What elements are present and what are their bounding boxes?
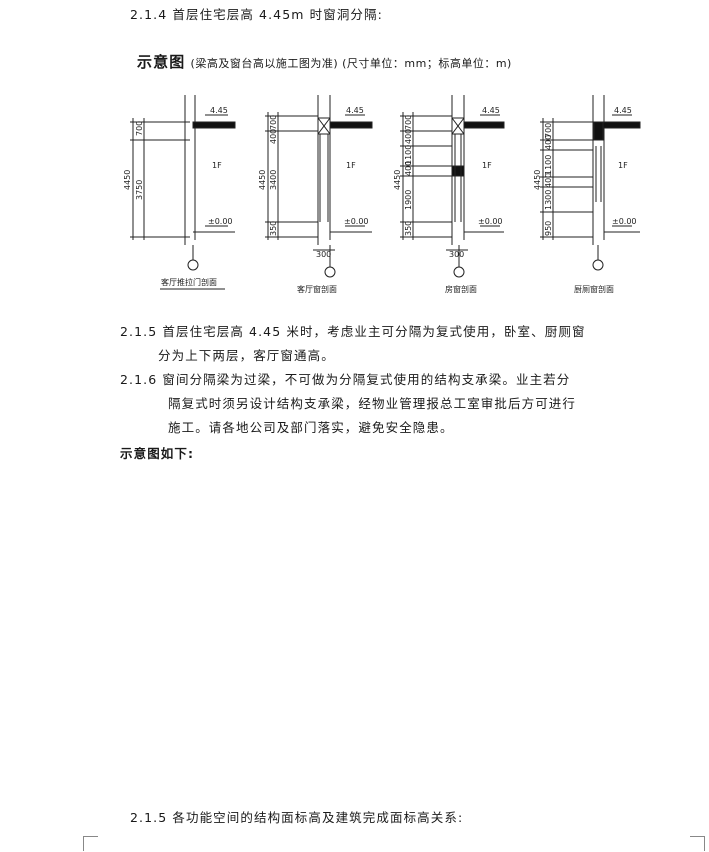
s3-room: 1F: [482, 161, 492, 170]
s3-dim-0: 700: [404, 115, 413, 130]
s3-dim-3: 400: [404, 161, 413, 176]
s2-width-dim: 300: [316, 250, 331, 259]
s2-dim-1: 400: [269, 129, 278, 144]
s1-caption: 客厅推拉门剖面: [161, 277, 217, 287]
s2-dim-2: 3400: [269, 170, 278, 190]
p216-line2: 隔复式时须另设计结构支承梁，经物业管理报总工室审批后方可进行: [168, 396, 577, 411]
s3-width-dim: 300: [449, 250, 464, 259]
s2-dim-0: 700: [269, 115, 278, 130]
s4-room: 1F: [618, 161, 628, 170]
s4-dim-5: 950: [544, 221, 553, 236]
s2-caption: 客厅窗剖面: [297, 284, 337, 294]
paragraph-2-1-6: 2.1.6 窗间分隔梁为过梁，不可做为分隔复式使用的结构支承梁。业主若分 隔复式…: [120, 368, 640, 440]
p215-line2: 分为上下两层，客厅窗通高。: [158, 348, 335, 363]
section-drawing-3: [400, 95, 505, 278]
s4-dim-0: 700: [544, 123, 553, 138]
paragraph-2-1-5: 2.1.5 首层住宅层高 4.45 米时，考虑业主可分隔为复式使用，卧室、厨厕窗…: [120, 320, 640, 368]
section-drawing-2: [265, 95, 373, 278]
s1-dim-1: 3750: [135, 180, 144, 200]
s1-dim-0: 700: [135, 121, 144, 136]
page-corner-right: [690, 836, 705, 851]
section-drawing-1: [130, 95, 236, 271]
section-drawing-4: [540, 95, 641, 271]
s3-dim-2: 1100: [404, 145, 413, 165]
p216-line3: 施工。请各地公司及部门落实，避免安全隐患。: [168, 420, 454, 435]
p215-line1: 2.1.5 首层住宅层高 4.45 米时，考虑业主可分隔为复式使用，卧室、厨厕窗: [120, 324, 586, 339]
s2-dim-3: 350: [269, 221, 278, 236]
s4-level-top: 4.45: [614, 106, 632, 115]
diagram-heading: 示意图如下:: [120, 446, 195, 461]
s3-caption: 房窗剖面: [445, 284, 477, 294]
section-labels: 4.45 ±0.00 1F 4450 700 3750 客厅推拉门剖面 4.45…: [123, 106, 637, 294]
s3-level-top: 4.45: [482, 106, 500, 115]
s4-total: 4450: [533, 170, 542, 190]
s1-level-top: 4.45: [210, 106, 228, 115]
s4-caption: 厨厕窗剖面: [574, 284, 614, 294]
s3-total: 4450: [393, 170, 402, 190]
sketch-label: 示意图: [137, 53, 186, 71]
s2-level-bot: ±0.00: [344, 217, 369, 226]
section-drawings: 4.45 ±0.00 1F 4450 700 3750 客厅推拉门剖面 4.45…: [123, 95, 641, 294]
section-heading-2-1-5b: 2.1.5 各功能空间的结构面标高及建筑完成面标高关系:: [130, 810, 464, 825]
s3-level-bot: ±0.00: [478, 217, 503, 226]
s1-total: 4450: [123, 170, 132, 190]
s2-level-top: 4.45: [346, 106, 364, 115]
sketch-title: 示意图 (梁高及窗台高以施工图为准) (尺寸单位：mm；标高单位：m): [137, 51, 512, 72]
s4-dim-3: 400: [544, 173, 553, 188]
section-heading-2-1-4: 2.1.4 首层住宅层高 4.45m 时窗洞分隔:: [130, 7, 383, 22]
s2-room: 1F: [346, 161, 356, 170]
s3-dim-4: 1900: [404, 190, 413, 210]
s4-dim-1: 400: [544, 135, 553, 150]
s3-dim-5: 350: [404, 221, 413, 236]
sketch-note: (梁高及窗台高以施工图为准) (尺寸单位：mm；标高单位：m): [190, 57, 512, 70]
s3-dim-1: 400: [404, 129, 413, 144]
s4-dim-4: 1300: [544, 190, 553, 210]
p216-line1: 2.1.6 窗间分隔梁为过梁，不可做为分隔复式使用的结构支承梁。业主若分: [120, 372, 571, 387]
s1-level-bot: ±0.00: [208, 217, 233, 226]
s4-dim-2: 1100: [544, 155, 553, 175]
s4-level-bot: ±0.00: [612, 217, 637, 226]
s1-room: 1F: [212, 161, 222, 170]
page-corner-left: [83, 836, 98, 851]
s2-total: 4450: [258, 170, 267, 190]
